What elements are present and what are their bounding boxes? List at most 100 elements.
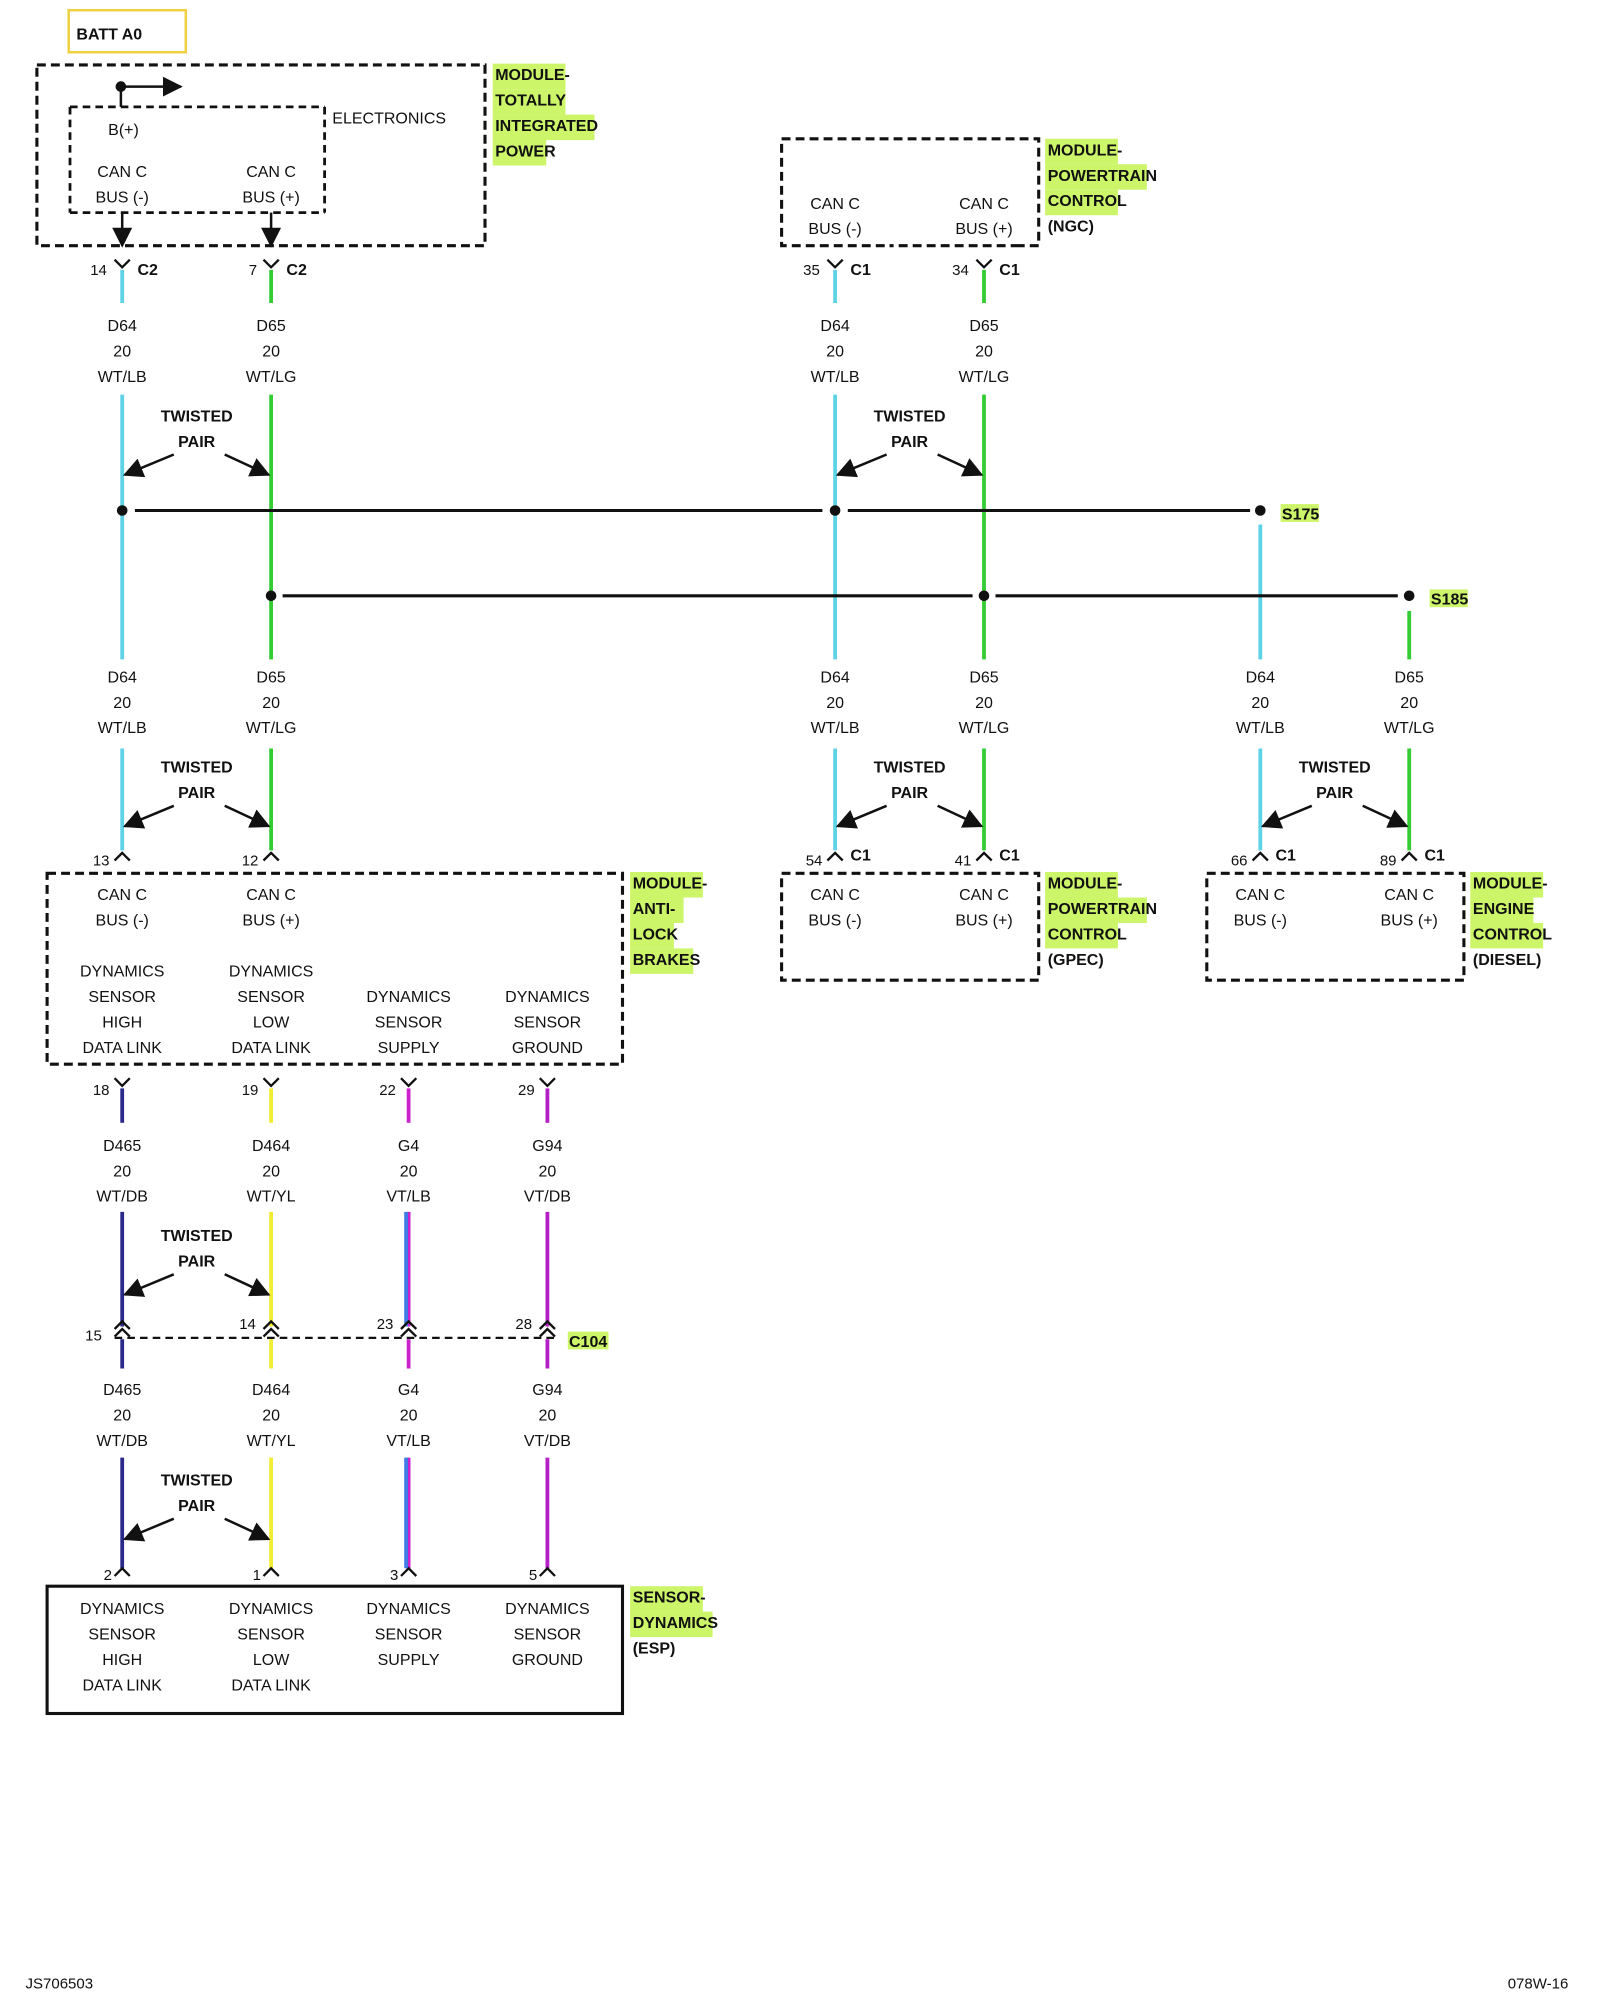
c104-caret — [113, 1327, 131, 1338]
sensor-cavity: 3 — [390, 1567, 398, 1584]
abs-func-low: DATA LINK — [231, 1040, 311, 1057]
abs-name-highlight — [630, 948, 694, 974]
pcm-ngc-pin-pos: CAN C — [959, 196, 1009, 213]
tipm-name-highlight — [492, 114, 595, 141]
abs-pin-neg: CAN C — [97, 887, 147, 904]
pcm-ngc-name: MODULE- — [1048, 142, 1123, 159]
abs-name-highlight — [630, 872, 703, 898]
wire-d64-label: 20 — [826, 695, 844, 712]
abs-output-connector — [538, 1077, 556, 1088]
sensor-name-highlight — [630, 1611, 713, 1638]
twisted-pair-gpec: TWISTED — [874, 760, 946, 777]
gpec-name: CONTROL — [1048, 927, 1127, 944]
c104-cavity: 28 — [515, 1316, 532, 1333]
twisted-pair-arrow — [122, 1517, 175, 1542]
pcm-ngc-name: CONTROL — [1048, 193, 1127, 210]
abs-output-connector — [400, 1077, 418, 1088]
c104-cavity: 15 — [85, 1328, 102, 1345]
abs-output-connector — [262, 1077, 280, 1088]
wire-d64-label: WT/LB — [811, 720, 860, 737]
pcm-ngc-name-highlight — [1045, 189, 1118, 216]
wire-d65-label: 20 — [262, 695, 280, 712]
pcm-ngc-name: POWERTRAIN — [1048, 168, 1157, 185]
wire-d65-label: D65 — [256, 669, 285, 686]
abs-func-low: DYNAMICS — [229, 963, 313, 980]
twisted-pair-sensor: PAIR — [178, 1498, 215, 1515]
tipm-connector-neg — [113, 258, 131, 269]
sensor-connector — [113, 1566, 131, 1577]
gpec-name-highlight — [1045, 922, 1118, 949]
tipm-module-box — [35, 63, 487, 248]
label-background — [84, 659, 161, 749]
sensor-func-high: HIGH — [102, 1652, 142, 1669]
bplus-dot — [115, 81, 127, 92]
splice-s185-dot — [265, 590, 277, 602]
twisted-pair-abs: TWISTED — [161, 760, 233, 777]
wire-lower-label: WT/DB — [96, 1433, 148, 1450]
gpec-cavity-pos: 41 — [955, 853, 972, 870]
twisted-pair-ecm: PAIR — [1316, 785, 1353, 802]
abs-func-ground: SENSOR — [514, 1014, 582, 1031]
wire-d65-label: WT/LG — [959, 720, 1010, 737]
wire-d65-label: 20 — [262, 343, 280, 360]
wire-lower-label: 20 — [539, 1163, 557, 1180]
c104-caret — [538, 1319, 556, 1330]
wire-lower-label: 20 — [262, 1408, 280, 1425]
abs-func-supply: SENSOR — [375, 1014, 443, 1031]
tipm-name-highlight — [492, 140, 547, 166]
gpec-connector-name: C1 — [999, 848, 1020, 865]
labels-layer: BATT A0ELECTRONICSMODULE-TOTALLYINTEGRAT… — [26, 27, 1569, 1993]
wire-d65-label: D65 — [969, 318, 998, 335]
wire-lower-label: VT/DB — [524, 1433, 571, 1450]
ecm-pin-pos: BUS (+) — [1381, 913, 1438, 930]
sensor-func-low: SENSOR — [237, 1627, 305, 1644]
abs-func-low: SENSOR — [237, 989, 305, 1006]
sensor-connector — [538, 1566, 556, 1577]
tipm-name-highlight — [492, 63, 566, 90]
twisted-pair-ngc: TWISTED — [874, 408, 946, 425]
gpec-connector-neg — [826, 851, 844, 862]
tipm-connector-name: C2 — [138, 262, 159, 279]
wire-lower-label: 20 — [400, 1408, 418, 1425]
wire-lower-label: 20 — [262, 1163, 280, 1180]
wire-d65-label: WT/LG — [959, 369, 1010, 386]
label-background — [1222, 659, 1299, 749]
c104-caret — [400, 1319, 418, 1330]
abs-func-ground: DYNAMICS — [505, 989, 589, 1006]
pcm-ngc-name: (NGC) — [1048, 219, 1094, 236]
abs-output-cavity: 18 — [93, 1082, 110, 1099]
pcm-ngc-cavity-pos: 34 — [952, 262, 969, 279]
ecm-pin-neg: BUS (-) — [1234, 913, 1287, 930]
abs-name: ANTI- — [633, 901, 676, 918]
twisted-pair-tipm: PAIR — [178, 434, 215, 451]
gpec-connector-pos — [975, 851, 993, 862]
sensor-func-supply: SENSOR — [375, 1627, 443, 1644]
twisted-pair-arrow — [224, 453, 271, 477]
twisted-pair-arrow — [122, 1273, 175, 1297]
gpec-name: MODULE- — [1048, 876, 1123, 893]
pcm-ngc-pin-neg: BUS (-) — [808, 221, 861, 238]
abs-pin-pos: BUS (+) — [242, 913, 299, 930]
abs-pin-neg: BUS (-) — [96, 913, 149, 930]
tipm-name-highlight — [492, 89, 566, 115]
pcm-ngc-name-highlight — [1045, 138, 1118, 165]
tipm-connector-pos — [262, 258, 280, 269]
abs-func-ground: GROUND — [512, 1040, 583, 1057]
sensor-name-highlight — [630, 1586, 703, 1612]
abs-func-low: LOW — [253, 1014, 290, 1031]
ecm-name: CONTROL — [1473, 927, 1552, 944]
wire-d65-label: D65 — [256, 318, 285, 335]
wire-d64-label: 20 — [1251, 695, 1269, 712]
tipm-pin-neg: BUS (-) — [96, 189, 149, 206]
batt-label: BATT A0 — [76, 27, 142, 44]
twisted-pair-arrow — [122, 804, 175, 829]
sensor-cavity: 1 — [253, 1567, 261, 1584]
abs-connector-neg — [113, 851, 131, 862]
c104-caret — [113, 1319, 131, 1330]
gpec-name: (GPEC) — [1048, 952, 1104, 969]
sensor-module-box — [45, 1584, 625, 1716]
sensor-func-ground: GROUND — [512, 1652, 583, 1669]
abs-pin-pos: CAN C — [246, 887, 296, 904]
label-background — [796, 659, 874, 749]
wire-lower-label: D465 — [103, 1138, 141, 1155]
